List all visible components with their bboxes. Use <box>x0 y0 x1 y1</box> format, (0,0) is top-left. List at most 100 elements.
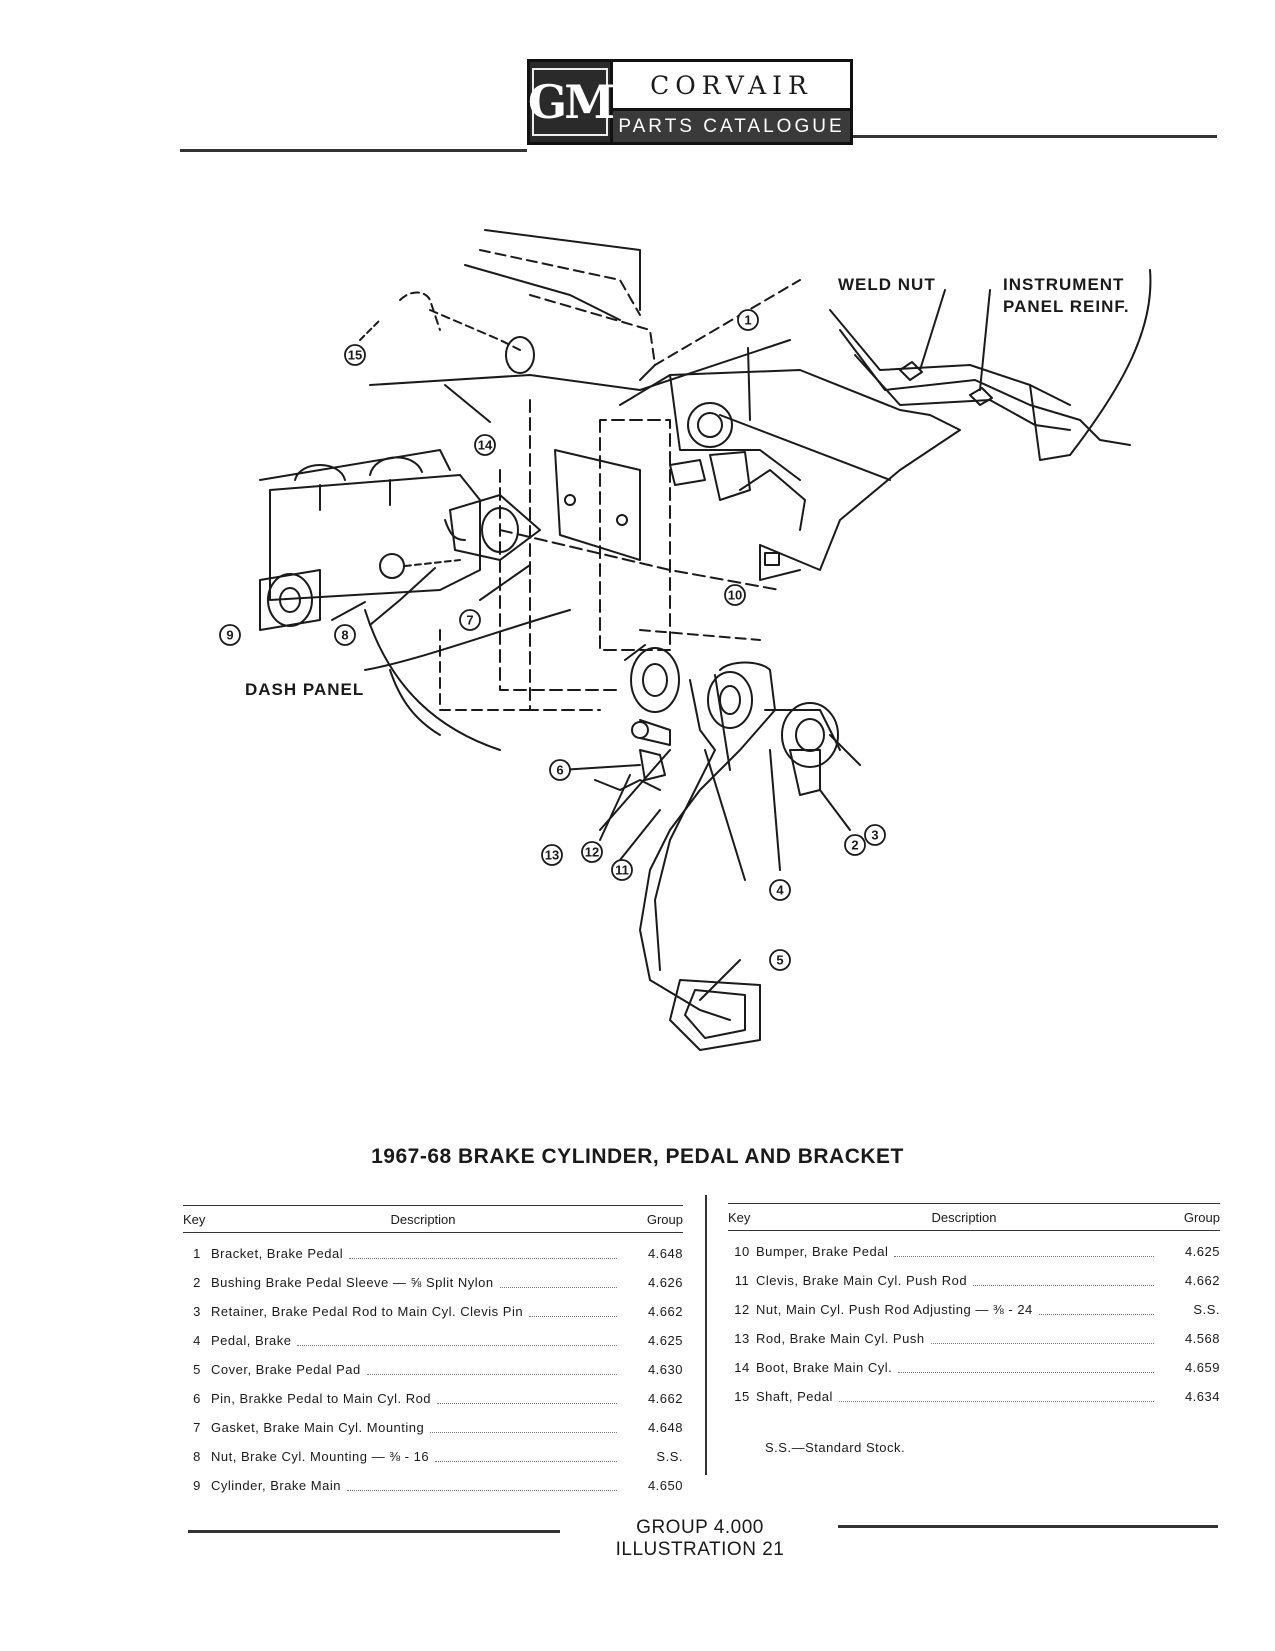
header-key: Key <box>728 1210 751 1225</box>
table-row: 13 Rod, Brake Main Cyl. Push 4.568 <box>728 1324 1220 1353</box>
key-label-3: 3 <box>871 828 878 843</box>
key-callout-3 <box>864 824 886 846</box>
part-description: Bushing Brake Pedal Sleeve — ⅝ Split Nyl… <box>211 1275 494 1290</box>
footer-label: GROUP 4.000 ILLUSTRATION 21 <box>615 1517 785 1560</box>
instrument-panel-label-line2: PANEL REINF. <box>1003 297 1130 316</box>
catalog-header: GM CORVAIR PARTS CATALOGUE <box>0 0 1275 160</box>
part-group: 4.648 <box>647 1420 683 1435</box>
key-callout-11 <box>611 859 633 881</box>
part-description: Clevis, Brake Main Cyl. Push Rod <box>756 1273 968 1288</box>
part-group: S.S. <box>1193 1302 1220 1317</box>
part-description: Nut, Brake Cyl. Mounting — ⅜ - 16 <box>211 1449 430 1464</box>
part-key: 4 <box>193 1333 201 1348</box>
table-row: 1 Bracket, Brake Pedal 4.648 <box>183 1239 683 1268</box>
part-key: 15 <box>734 1389 750 1404</box>
table-rule <box>183 1205 683 1206</box>
key-callout-9 <box>219 624 241 646</box>
part-description: Bumper, Brake Pedal <box>756 1244 889 1259</box>
key-callout-2 <box>844 834 866 856</box>
header-group: Group <box>646 1212 683 1227</box>
part-description: Boot, Brake Main Cyl. <box>756 1360 893 1375</box>
part-group: 4.650 <box>647 1478 683 1493</box>
key-callout-4 <box>769 879 791 901</box>
part-group: 4.625 <box>647 1333 683 1348</box>
parts-table-left: Key Description Group 1 Bracket, Brake Pe… <box>183 1205 683 1500</box>
part-group: 4.630 <box>647 1362 683 1377</box>
key-label-1: 1 <box>744 313 751 328</box>
header-group: Group <box>1183 1210 1220 1225</box>
exploded-parts-diagram: 1 2 3 4 5 6 7 8 9 10 11 12 13 14 15 WELD… <box>200 190 1200 1090</box>
part-group: 4.648 <box>647 1246 683 1261</box>
parts-table-right: Key Description Group 10 Bumper, Brake Pe… <box>728 1203 1220 1411</box>
table-rule <box>183 1232 683 1233</box>
part-key: 13 <box>734 1331 750 1346</box>
cowl-outline <box>484 229 641 311</box>
instrument-panel-label-line1: INSTRUMENT <box>1003 275 1124 294</box>
key-label-7: 7 <box>466 613 473 628</box>
table-row: 6 Pin, Brakke Pedal to Main Cyl. Rod 4.662 <box>183 1384 683 1413</box>
brake-assembly-drawing: 1 2 3 4 5 6 7 8 9 10 11 12 13 14 15 WELD… <box>219 229 1152 1051</box>
part-group: 4.568 <box>1184 1331 1220 1346</box>
key-callout-1 <box>737 309 759 331</box>
table-header: Key Description Group <box>183 1206 683 1232</box>
part-group: 4.662 <box>1184 1273 1220 1288</box>
table-rule <box>728 1203 1220 1204</box>
table-row: 2 Bushing Brake Pedal Sleeve — ⅝ Split Ny… <box>183 1268 683 1297</box>
part-key: 8 <box>193 1449 201 1464</box>
table-row: 15 Shaft, Pedal 4.634 <box>728 1382 1220 1411</box>
key-callout-14 <box>474 434 496 456</box>
part-group: 4.634 <box>1184 1389 1220 1404</box>
key-callout-15 <box>344 344 366 366</box>
footer-rule-left <box>188 1530 560 1533</box>
part-key: 5 <box>193 1362 201 1377</box>
part-description: Rod, Brake Main Cyl. Push <box>756 1331 925 1346</box>
table-row: 9 Cylinder, Brake Main 4.650 <box>183 1471 683 1500</box>
part-description: Pedal, Brake <box>211 1333 292 1348</box>
weld-nut-shape <box>899 361 923 381</box>
brand-label: CORVAIR PARTS CATALOGUE <box>613 59 853 145</box>
part-description: Gasket, Brake Main Cyl. Mounting <box>211 1420 425 1435</box>
header-description: Description <box>931 1210 997 1225</box>
key-callout-5 <box>769 949 791 971</box>
part-description: Pin, Brakke Pedal to Main Cyl. Rod <box>211 1391 432 1406</box>
key-callout-6 <box>549 759 571 781</box>
gm-logo-text: GM <box>528 68 615 136</box>
header-rule-right <box>853 135 1217 138</box>
table-row: 4 Pedal, Brake 4.625 <box>183 1326 683 1355</box>
key-callout-8 <box>334 624 356 646</box>
key-label-13: 13 <box>545 848 559 863</box>
key-callout-10 <box>724 584 746 606</box>
header-rule-left <box>180 149 527 152</box>
part-group: 4.659 <box>1184 1360 1220 1375</box>
key-callout-7 <box>459 609 481 631</box>
gm-logo: GM <box>527 59 615 145</box>
part-key: 1 <box>193 1246 201 1261</box>
key-label-4: 4 <box>776 883 784 898</box>
part-key: 10 <box>734 1244 750 1259</box>
table-header: Key Description Group <box>728 1204 1220 1230</box>
part-description: Cylinder, Brake Main <box>211 1478 341 1493</box>
key-label-2: 2 <box>851 838 858 853</box>
standard-stock-note: S.S.—Standard Stock. <box>765 1440 906 1455</box>
table-row: 14 Boot, Brake Main Cyl. 4.659 <box>728 1353 1220 1382</box>
gm-corvair-logo: GM CORVAIR PARTS CATALOGUE <box>527 59 853 145</box>
figure-title: 1967-68 BRAKE CYLINDER, PEDAL AND BRACKE… <box>371 1145 904 1168</box>
part-key: 6 <box>193 1391 201 1406</box>
part-key: 9 <box>193 1478 201 1493</box>
part-group: 4.662 <box>647 1391 683 1406</box>
table-row: 10 Bumper, Brake Pedal 4.625 <box>728 1237 1220 1266</box>
weld-nut-label: WELD NUT <box>838 275 936 294</box>
part-key: 14 <box>734 1360 750 1375</box>
key-label-10: 10 <box>728 588 742 603</box>
part-description: Bracket, Brake Pedal <box>211 1246 344 1261</box>
part-key: 2 <box>193 1275 201 1290</box>
brand-subtitle: PARTS CATALOGUE <box>613 111 850 142</box>
key-label-15: 15 <box>348 348 362 363</box>
part-group: 4.625 <box>1184 1244 1220 1259</box>
part-description: Shaft, Pedal <box>756 1389 833 1404</box>
